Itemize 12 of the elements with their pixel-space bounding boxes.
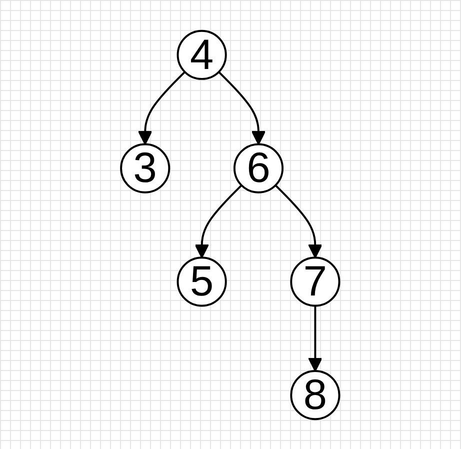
arrow [275, 184, 323, 258]
node-circle [120, 142, 170, 193]
node-circle [177, 256, 228, 306]
arrow [138, 70, 186, 144]
node-circle [177, 29, 228, 80]
tree-diagram: 4 3 6 5 7 8 [108, 10, 353, 440]
arrow [218, 70, 266, 144]
arrow [308, 305, 323, 372]
node-circle [290, 256, 341, 306]
node-circle [290, 370, 341, 420]
arrow [194, 184, 243, 258]
node-circle [234, 142, 284, 193]
